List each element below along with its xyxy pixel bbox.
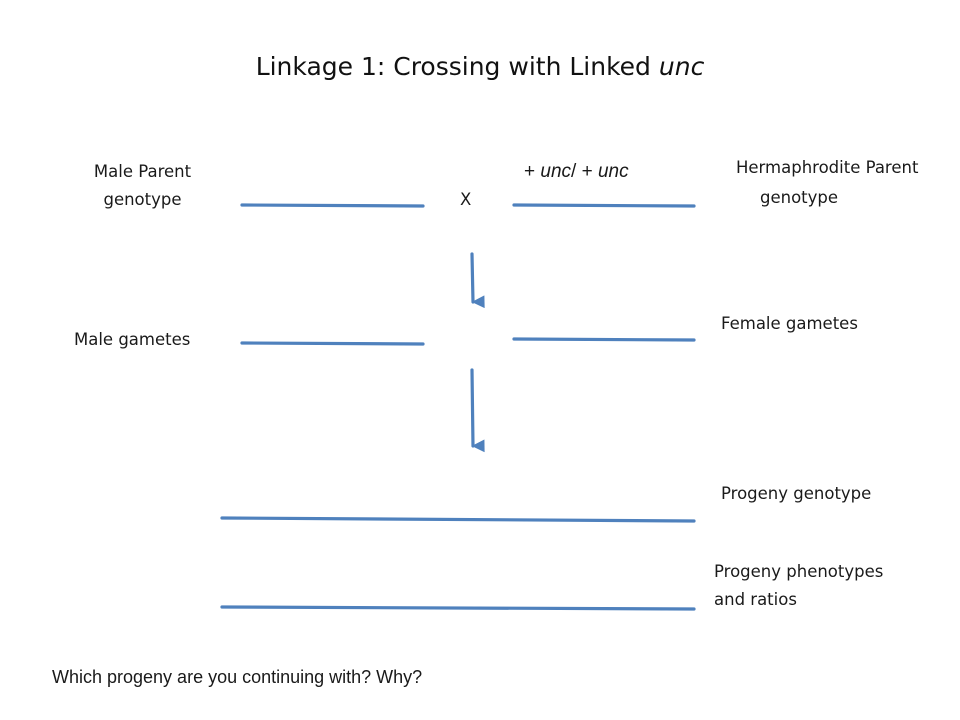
female-gamete-blank-line	[512, 337, 696, 342]
male-gamete-blank-line	[240, 341, 425, 346]
down-arrow-1-icon	[470, 252, 485, 309]
title-main: Linkage 1: Crossing with Linked	[255, 52, 659, 81]
male-parent-blank-line	[240, 203, 425, 208]
down-arrow-2-icon	[470, 368, 485, 453]
genotype-plus-1: +	[524, 161, 541, 182]
male-parent-line2: genotype	[103, 190, 182, 209]
progeny-phenotypes-line1: Progeny phenotypes	[714, 562, 884, 581]
herm-parent-line2: genotype	[760, 188, 839, 207]
female-gametes-label: Female gametes	[721, 314, 858, 333]
genotype-unc-2: unc	[597, 161, 629, 182]
cross-symbol: X	[460, 190, 472, 209]
herm-parent-line1: Hermaphrodite Parent	[736, 158, 919, 177]
progeny-phenotypes-line2: and ratios	[714, 590, 797, 609]
male-parent-line1: Male Parent	[93, 162, 192, 181]
male-gametes-label: Male gametes	[74, 330, 191, 349]
hermaphrodite-genotype: + unc/ + unc	[524, 161, 629, 183]
genotype-separator: / +	[571, 161, 598, 182]
page-title: Linkage 1: Crossing with Linked unc	[0, 52, 960, 81]
progeny-phenotypes-label: Progeny phenotypes and ratios	[714, 558, 883, 614]
genotype-unc-1: unc	[540, 161, 572, 182]
title-italic: unc	[658, 52, 705, 81]
progeny-genotype-blank-line	[220, 516, 696, 523]
male-parent-label: Male Parent genotype	[70, 158, 215, 214]
continuing-question: Which progeny are you continuing with? W…	[52, 667, 423, 687]
progeny-genotype-label: Progeny genotype	[721, 484, 872, 503]
progeny-phenotype-blank-line	[220, 605, 696, 611]
herm-parent-blank-line	[512, 203, 696, 208]
